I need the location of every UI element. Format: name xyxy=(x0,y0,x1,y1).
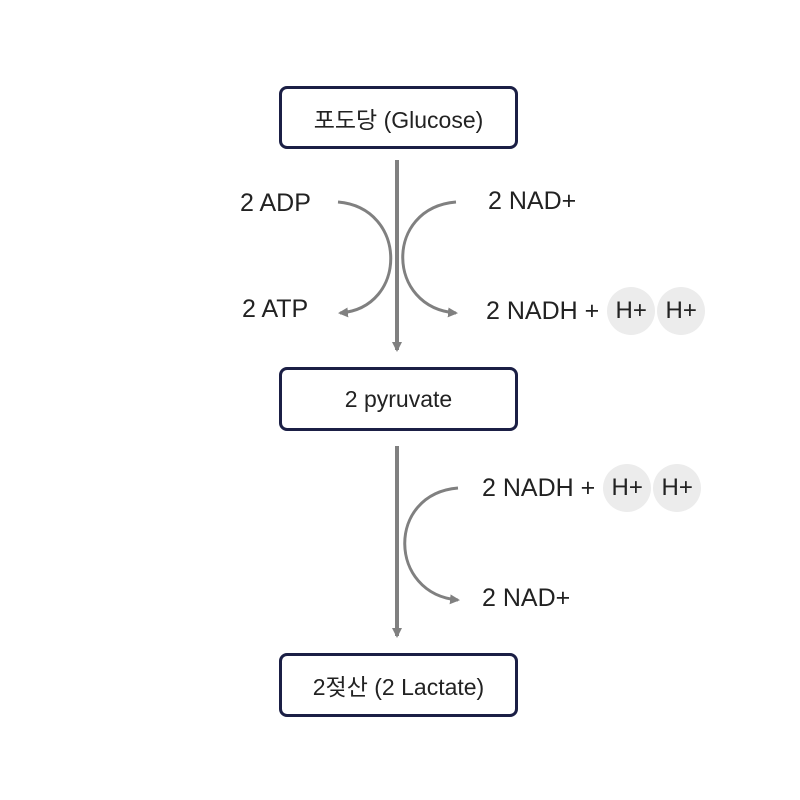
adp-to-atp-curve xyxy=(337,200,393,318)
glucose-box: 포도당 (Glucose) xyxy=(279,86,518,149)
nad-to-nadh-curve xyxy=(401,200,458,318)
nadh-in-label: 2 NADH + xyxy=(482,474,596,502)
atp-label: 2 ATP xyxy=(242,295,309,323)
nadh-in-group: 2 NADH + H+ H+ xyxy=(482,463,702,513)
h-plus-circle: H+ xyxy=(653,464,702,512)
adp-label: 2 ADP xyxy=(240,189,311,217)
h-plus-circle: H+ xyxy=(607,287,656,335)
h-plus-circle: H+ xyxy=(657,287,706,335)
lactate-box: 2젖산 (2 Lactate) xyxy=(279,653,518,717)
pyruvate-label: 2 pyruvate xyxy=(344,385,453,412)
h-plus-circle: H+ xyxy=(603,464,652,512)
nad-out-label: 2 NAD+ xyxy=(482,584,571,612)
nadh-out-label: 2 NADH + xyxy=(486,297,600,325)
nadh-out-group: 2 NADH + H+ H+ xyxy=(486,286,706,336)
glucose-label: 포도당 (Glucose) xyxy=(313,106,484,133)
lactate-label: 2젖산 (2 Lactate) xyxy=(312,674,485,700)
nad-in-label: 2 NAD+ xyxy=(488,187,577,215)
pyruvate-box: 2 pyruvate xyxy=(279,367,518,431)
nadh-to-nad-curve xyxy=(403,486,460,605)
